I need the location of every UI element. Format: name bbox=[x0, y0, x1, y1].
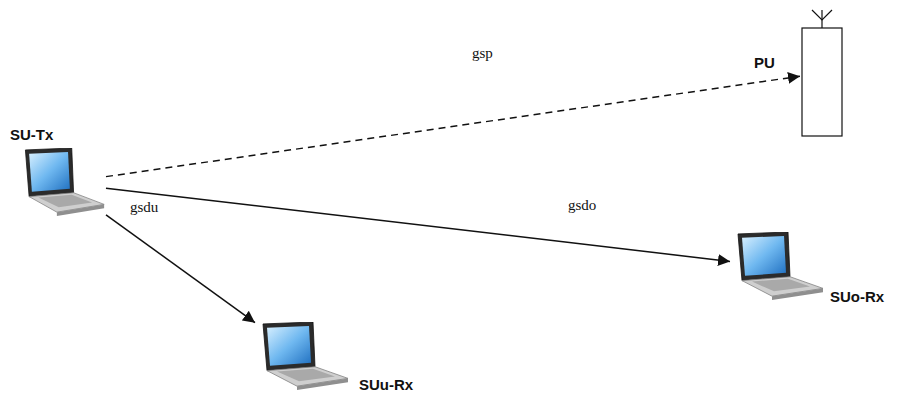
channel-gain-label: gsdu bbox=[128, 198, 160, 216]
antenna bbox=[812, 10, 832, 20]
laptop-front bbox=[57, 204, 104, 216]
channel-gain-label: gsp bbox=[470, 44, 495, 62]
node-label: SUo-Rx bbox=[830, 288, 884, 306]
keyboard bbox=[38, 195, 92, 208]
data-link bbox=[106, 215, 255, 323]
primary-user-node: PU bbox=[800, 8, 844, 138]
channel-gain-label: gsdo bbox=[566, 196, 598, 214]
interference-link bbox=[106, 76, 800, 176]
node-label: PU bbox=[754, 54, 775, 72]
node-label: SUu-Rx bbox=[359, 376, 413, 394]
laptop-node: SUu-Rx bbox=[255, 322, 350, 392]
laptop-front bbox=[772, 288, 823, 300]
keyboard bbox=[752, 279, 810, 292]
laptop-icon bbox=[255, 322, 350, 392]
node-label: SU-Tx bbox=[10, 126, 53, 144]
screen bbox=[267, 326, 311, 366]
tower-icon bbox=[800, 8, 844, 138]
screen-frame bbox=[738, 232, 790, 281]
screen-frame bbox=[263, 322, 315, 371]
base-station-tower bbox=[802, 28, 842, 136]
screen-frame bbox=[25, 148, 73, 197]
laptop-node: SUo-Rx bbox=[730, 232, 825, 302]
screen bbox=[29, 152, 70, 192]
laptop-front bbox=[297, 378, 348, 390]
keyboard bbox=[277, 369, 335, 382]
laptop-icon bbox=[730, 232, 825, 302]
laptop-icon bbox=[18, 148, 106, 218]
laptop-node: SU-Tx bbox=[18, 148, 106, 218]
screen bbox=[742, 236, 786, 276]
data-link bbox=[106, 188, 730, 261]
